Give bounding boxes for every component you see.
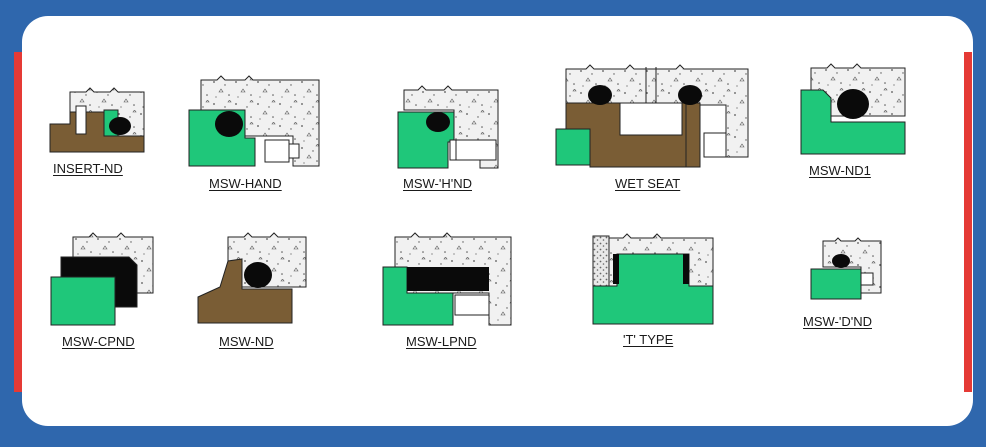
left-accent-bar — [14, 52, 22, 392]
msw-nd-label: MSW-ND — [219, 334, 274, 349]
msw-d-nd-diagram — [810, 237, 883, 301]
wet-seat-label: WET SEAT — [615, 176, 681, 191]
insert-nd-diagram — [49, 87, 146, 154]
right-accent-bar — [964, 52, 972, 392]
msw-lpnd-diagram — [382, 232, 513, 327]
wet-seat-diagram — [555, 64, 750, 168]
msw-h-nd-label: MSW-'H'ND — [403, 176, 472, 191]
t-type-diagram — [592, 233, 715, 326]
msw-nd-diagram — [197, 232, 308, 325]
insert-nd-label: INSERT-ND — [53, 161, 123, 176]
msw-nd1-label: MSW-ND1 — [809, 163, 871, 178]
msw-d-nd-label: MSW-'D'ND — [803, 314, 872, 329]
msw-cpnd-label: MSW-CPND — [62, 334, 135, 349]
msw-nd1-diagram — [800, 63, 907, 156]
msw-lpnd-label: MSW-LPND — [406, 334, 477, 349]
msw-hand-diagram — [188, 75, 321, 170]
msw-h-nd-diagram — [397, 85, 500, 170]
msw-cpnd-diagram — [50, 232, 155, 327]
t-type-label: 'T' TYPE — [623, 332, 674, 347]
msw-hand-label: MSW-HAND — [209, 176, 282, 191]
